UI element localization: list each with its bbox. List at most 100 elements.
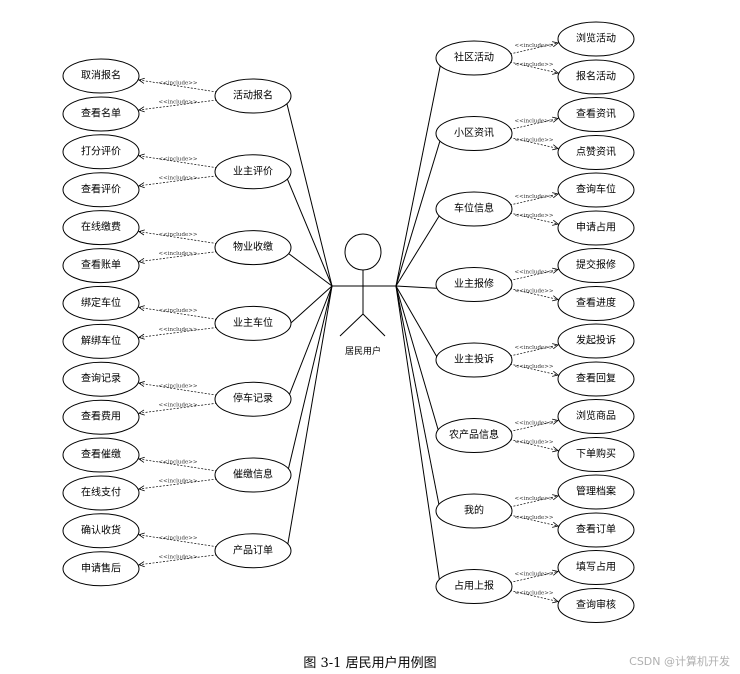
right-7-b-include-line xyxy=(509,514,559,527)
left-2-association xyxy=(285,175,333,287)
use-case-right-6: 农产品信息 xyxy=(435,418,513,453)
left-2-b-include-line xyxy=(138,175,218,187)
use-case-right-4-sub-1: 提交报修 xyxy=(557,248,635,283)
use-case-right-2-ellipse xyxy=(435,116,513,151)
left-7-b-include-arrow xyxy=(138,561,145,568)
use-case-right-4-sub-2: 查看进度 xyxy=(557,286,635,321)
left-7-b-include-label: <<include>> xyxy=(159,554,198,560)
use-case-left-3-ellipse xyxy=(214,230,292,266)
left-1-b-include-arrow xyxy=(138,106,145,113)
left-6-b-include-label: <<include>> xyxy=(159,479,198,485)
right-7-association xyxy=(395,285,442,516)
left-4-b-include-line xyxy=(138,327,218,338)
use-case-right-1-sub-1-ellipse xyxy=(557,21,635,57)
right-4-a-include-line xyxy=(509,269,559,281)
right-3-a-include-line xyxy=(509,193,559,206)
right-7-a-include-arrow xyxy=(552,494,559,501)
left-2-b-include-label: <<include>> xyxy=(159,175,198,181)
use-case-right-7-sub-2: 查看订单 xyxy=(557,512,635,548)
use-case-right-3-sub-1: 查询车位 xyxy=(557,172,635,208)
right-1-a-include-arrow xyxy=(552,41,559,48)
use-case-diagram: <<include>> <<include>> <<include>> <<inclu… xyxy=(62,21,635,623)
right-5-b-include-line xyxy=(509,363,559,376)
use-case-left-4-sub-1: 绑定车位 xyxy=(62,285,140,321)
use-case-left-6-sub-1: 查看催缴 xyxy=(62,437,140,473)
use-case-left-5-sub-2-label: 查看费用 xyxy=(81,410,121,423)
left-4-b-include-arrow xyxy=(138,333,145,340)
use-case-right-5-sub-2: 查看回复 xyxy=(557,361,635,397)
left-1-a-include-label: <<include>> xyxy=(159,81,198,87)
right-3-b-include-line xyxy=(509,212,559,225)
right-1-a-include-line xyxy=(509,42,559,55)
right-5-a-include-line xyxy=(509,344,559,357)
use-case-right-2-sub-2: 点赞资讯 xyxy=(557,135,635,170)
left-5-association xyxy=(285,285,333,404)
use-case-right-2-sub-1-label: 查看资讯 xyxy=(576,107,616,120)
use-cases: 活动报名取消报名查看名单业主评价打分评价查看评价物业收缴在线缴费查看账单业主车位… xyxy=(62,21,635,623)
right-4-association xyxy=(395,285,442,289)
use-case-left-5: 停车记录 xyxy=(214,381,292,417)
use-case-left-5-sub-1: 查询记录 xyxy=(62,361,140,397)
right-2-association xyxy=(395,137,442,287)
use-case-right-3-sub-2-label: 申请占用 xyxy=(576,221,616,234)
use-case-left-1: 活动报名 xyxy=(214,78,292,114)
right-5-b-include-arrow xyxy=(552,370,559,377)
use-case-left-4: 业主车位 xyxy=(214,305,292,341)
left-3-association xyxy=(285,251,333,287)
association-lines: <<include>> <<include>> <<include>> <<inclu… xyxy=(138,41,559,604)
left-1-b-include-label: <<include>> xyxy=(159,100,198,106)
use-case-right-8-sub-1: 填写占用 xyxy=(557,550,635,585)
use-case-left-5-sub-1-ellipse xyxy=(62,361,140,397)
use-case-right-7-sub-1-label: 管理档案 xyxy=(576,485,616,498)
left-4-a-include-arrow xyxy=(138,305,145,312)
use-case-right-6-sub-2-ellipse xyxy=(557,437,635,472)
use-case-left-5-sub-1-label: 查询记录 xyxy=(81,372,121,385)
use-case-right-8-sub-2: 查询审核 xyxy=(557,588,635,623)
use-case-left-1-sub-1: 取消报名 xyxy=(62,58,140,94)
use-case-left-4-ellipse xyxy=(214,305,292,341)
use-case-left-7-sub-2-ellipse xyxy=(62,551,140,587)
use-case-right-6-sub-2-label: 下单购买 xyxy=(576,447,616,460)
use-case-right-5-sub-2-ellipse xyxy=(557,361,635,397)
use-case-left-7-label: 产品订单 xyxy=(233,543,273,556)
use-case-right-8-sub-2-label: 查询审核 xyxy=(576,598,616,611)
right-1-b-include-line xyxy=(509,61,559,74)
use-case-right-2-sub-2-ellipse xyxy=(557,135,635,170)
use-case-right-3-ellipse xyxy=(435,191,513,227)
right-5-association xyxy=(395,285,442,365)
right-2-a-include-line xyxy=(509,118,559,130)
left-3-a-include-line xyxy=(138,231,218,244)
right-8-b-include-line xyxy=(509,590,559,602)
right-2-b-include-arrow xyxy=(552,144,559,151)
use-case-left-2-sub-2: 查看评价 xyxy=(62,172,140,208)
left-5-b-include-label: <<include>> xyxy=(159,403,198,409)
use-case-right-8-sub-1-ellipse xyxy=(557,550,635,585)
right-8-b-include-label: <<include>> xyxy=(515,591,554,597)
use-case-right-3-sub-1-label: 查询车位 xyxy=(576,183,616,196)
use-case-right-7-label: 我的 xyxy=(464,504,484,517)
use-case-left-1-ellipse xyxy=(214,78,292,114)
use-case-right-3: 车位信息 xyxy=(435,191,513,227)
right-1-a-include-label: <<include>> xyxy=(515,43,554,49)
use-case-right-4-ellipse xyxy=(435,267,513,302)
use-case-left-4-sub-2-ellipse xyxy=(62,323,140,359)
use-case-right-2-sub-2-label: 点赞资讯 xyxy=(576,145,616,158)
left-7-association xyxy=(285,285,333,555)
left-5-a-include-line xyxy=(138,382,218,396)
use-case-right-4-sub-2-label: 查看进度 xyxy=(576,296,616,309)
use-case-left-7-ellipse xyxy=(214,533,292,569)
right-8-a-include-line xyxy=(509,571,559,583)
left-2-b-include-arrow xyxy=(138,182,145,189)
use-case-left-4-sub-2: 解绑车位 xyxy=(62,323,140,359)
left-3-a-include-label: <<include>> xyxy=(159,232,198,238)
use-case-right-5-ellipse xyxy=(435,342,513,378)
use-case-left-6-sub-2-label: 在线支付 xyxy=(81,486,121,499)
right-6-a-include-label: <<include>> xyxy=(515,421,554,427)
use-case-right-1-sub-2-ellipse xyxy=(557,59,635,95)
use-case-right-4-sub-2-ellipse xyxy=(557,286,635,321)
right-4-b-include-arrow xyxy=(552,295,559,302)
right-3-association xyxy=(395,212,442,287)
use-case-left-1-sub-2: 查看名单 xyxy=(62,96,140,132)
right-2-b-include-line xyxy=(509,137,559,149)
right-8-a-include-arrow xyxy=(552,569,559,576)
